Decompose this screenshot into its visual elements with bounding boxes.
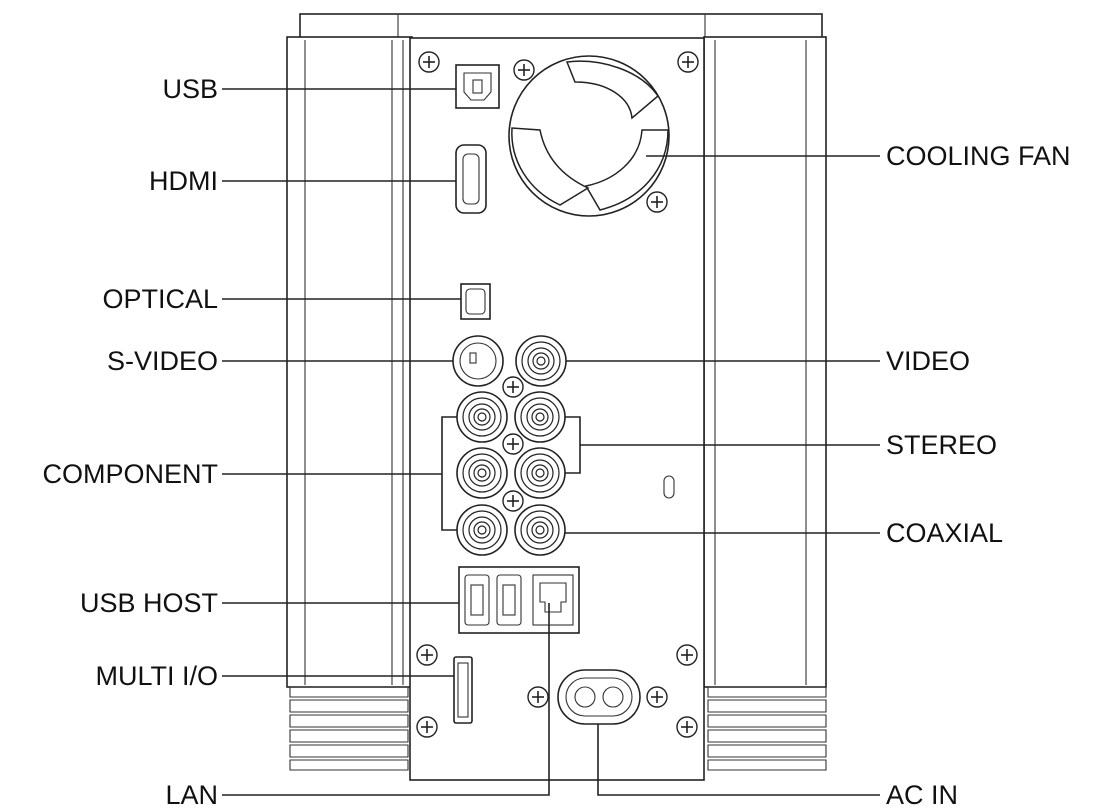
right-labels: COOLING FAN VIDEO STEREO COAXIAL AC IN: [886, 141, 1071, 810]
label-hdmi: HDMI: [149, 166, 218, 196]
label-coaxial: COAXIAL: [886, 518, 1003, 548]
ac-in-socket: [557, 669, 641, 725]
label-optical: OPTICAL: [102, 284, 218, 314]
lan-port: [532, 574, 574, 626]
lock-slot: [663, 475, 675, 499]
component-jack-1: [456, 391, 508, 443]
left-labels: USB HDMI OPTICAL S-VIDEO COMPONENT USB H…: [43, 74, 219, 810]
usb-host-ports: [458, 566, 580, 634]
usb-port: [455, 64, 500, 109]
label-s-video: S-VIDEO: [107, 346, 218, 376]
leader-lines: [222, 88, 880, 796]
label-cooling-fan: COOLING FAN: [886, 141, 1071, 171]
label-usb-host: USB HOST: [80, 588, 218, 618]
component-jack-2: [456, 447, 508, 499]
cooling-fan: [508, 55, 670, 217]
label-usb: USB: [162, 74, 218, 104]
stereo-jack-left: [514, 391, 566, 443]
label-component: COMPONENT: [43, 459, 219, 489]
optical-port: [460, 283, 491, 320]
stereo-jack-right: [514, 447, 566, 499]
right-vent-grille: [707, 686, 827, 771]
label-multi-io: MULTI I/O: [95, 661, 218, 691]
label-lan: LAN: [165, 780, 218, 810]
left-vent-grille: [289, 686, 409, 771]
s-video-port: [452, 335, 504, 387]
label-ac-in: AC IN: [886, 780, 958, 810]
label-video: VIDEO: [886, 346, 970, 376]
video-rca-jack: [515, 335, 567, 387]
component-jack-3: [456, 504, 508, 556]
hdmi-port: [455, 144, 487, 214]
coaxial-jack: [514, 504, 566, 556]
label-stereo: STEREO: [886, 430, 997, 460]
multi-io-port: [453, 656, 473, 724]
